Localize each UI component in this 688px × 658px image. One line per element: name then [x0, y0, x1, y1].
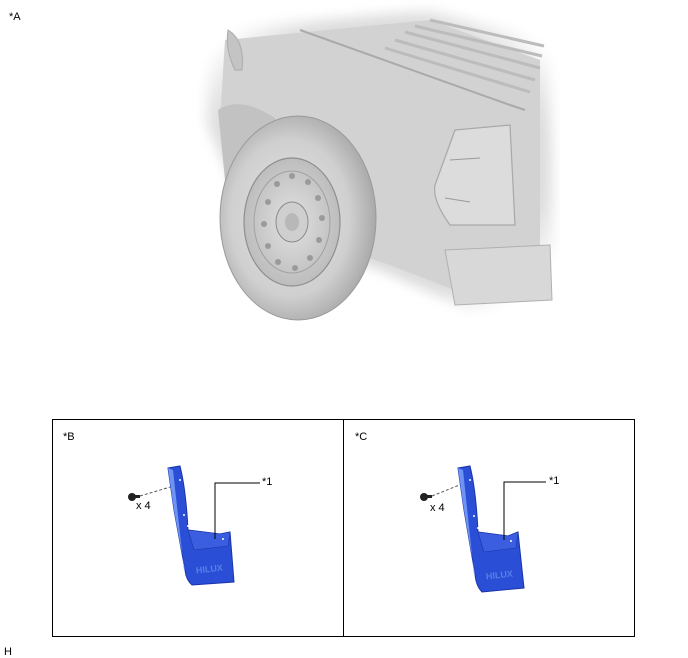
svg-text:HILUX: HILUX — [195, 563, 223, 576]
panel-label-c: *C — [355, 431, 368, 443]
view-label-a: *A — [9, 11, 21, 23]
fastener-qty-b: x 4 — [136, 500, 151, 512]
figure-code: H — [4, 646, 12, 658]
mud-flap-c-illustration: HILUX — [420, 465, 546, 593]
mud-flap-b-illustration: HILUX — [128, 465, 260, 586]
truck-rear-illustration — [205, 10, 555, 321]
callout-1-b: *1 — [262, 476, 273, 488]
panel-label-b: *B — [63, 431, 75, 443]
bolt-icon — [420, 493, 432, 501]
svg-text:HILUX: HILUX — [485, 569, 513, 582]
fastener-qty-c: x 4 — [430, 502, 445, 514]
callout-1-c: *1 — [549, 475, 560, 487]
bolt-icon — [128, 493, 140, 501]
panel-divider — [343, 419, 344, 637]
